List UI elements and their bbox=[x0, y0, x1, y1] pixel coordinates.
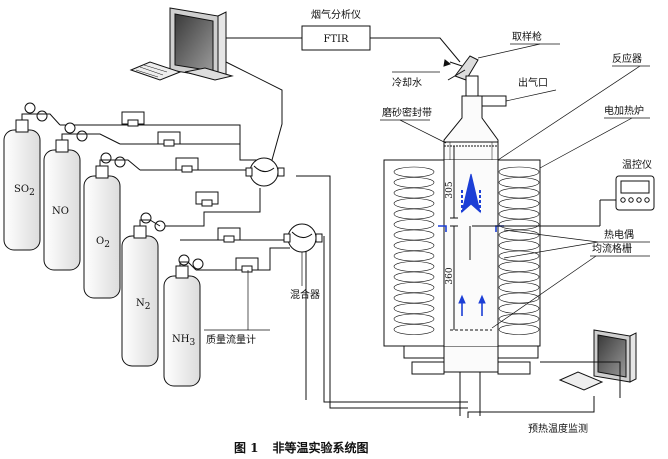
coil-turn bbox=[498, 208, 540, 220]
mass-flowmeter-label: 质量流量计 bbox=[206, 333, 256, 346]
cylinder-no bbox=[43, 122, 121, 271]
flow-grid-label: 均流格栅 bbox=[592, 242, 632, 255]
cylinder-n2-label: N2 bbox=[136, 298, 150, 312]
coil-turn bbox=[498, 187, 540, 199]
coil-turn bbox=[498, 240, 540, 251]
coil-turn bbox=[498, 198, 540, 209]
thermocouple bbox=[469, 225, 600, 260]
coil-turn bbox=[498, 292, 540, 304]
mass-flowmeters bbox=[121, 111, 259, 273]
temperature-controller bbox=[615, 175, 655, 211]
mixer-1 bbox=[245, 157, 285, 187]
sampling-gun-label: 取样枪 bbox=[512, 30, 542, 43]
coil-turn bbox=[393, 208, 435, 220]
coil-turn bbox=[393, 166, 435, 178]
coil-turn bbox=[498, 313, 540, 325]
gas-outlet-pipe bbox=[481, 95, 507, 107]
cylinder-n2 bbox=[121, 212, 166, 367]
coil-turn bbox=[393, 198, 435, 209]
cooling-water-label: 冷却水 bbox=[392, 76, 422, 89]
analysis-computer bbox=[129, 7, 234, 81]
gas-outlet-label: 出气口 bbox=[518, 76, 548, 89]
electric-furnace bbox=[383, 159, 541, 347]
coil-turn bbox=[498, 166, 540, 178]
coil-turn bbox=[393, 187, 435, 199]
coil-turn bbox=[498, 324, 540, 335]
coil-turn bbox=[393, 271, 435, 283]
coil-turn bbox=[393, 240, 435, 251]
coil-turn bbox=[498, 219, 540, 230]
coil-turn bbox=[393, 229, 435, 241]
cylinder-nh3-label: NH3 bbox=[172, 334, 195, 348]
coil-turn bbox=[393, 292, 435, 304]
electric-furnace-label: 电加热炉 bbox=[604, 104, 644, 117]
temp-controller-label: 温控仪 bbox=[622, 158, 652, 171]
coil-turn bbox=[498, 261, 540, 272]
cylinder-o2-label: O2 bbox=[96, 236, 110, 250]
ftir-label: FTIR bbox=[323, 34, 349, 45]
preheat-monitor-label: 预热温度监测 bbox=[528, 422, 588, 435]
coil-turn bbox=[498, 282, 540, 293]
coil-turn bbox=[393, 219, 435, 230]
dim-upper: 305 bbox=[445, 181, 455, 198]
sampling-gun bbox=[443, 55, 479, 97]
cylinder-nh3 bbox=[163, 254, 204, 387]
mixer-2 bbox=[283, 223, 323, 253]
dim-lower: 360 bbox=[445, 267, 455, 284]
coil-turn bbox=[498, 177, 540, 188]
ftir-analyzer: FTIR 烟气分析仪 bbox=[301, 8, 371, 51]
cylinder-o2 bbox=[83, 152, 141, 299]
gas-analyzer-label: 烟气分析仪 bbox=[311, 8, 361, 21]
ground-seal-label: 磨砂密封带 bbox=[382, 106, 432, 119]
coil-turn bbox=[393, 313, 435, 325]
coil-turn bbox=[498, 250, 540, 262]
mixer-label: 混合器 bbox=[290, 288, 320, 301]
dimension-marks bbox=[450, 146, 458, 330]
cylinder-no-label: NO bbox=[52, 206, 69, 217]
coil-turn bbox=[393, 282, 435, 293]
coil-turn bbox=[498, 229, 540, 241]
cylinder-so2 bbox=[3, 102, 61, 251]
cylinder-so2-label: SO2 bbox=[14, 184, 35, 198]
coil-turn bbox=[393, 250, 435, 262]
coil-turn bbox=[393, 177, 435, 188]
reactor-label: 反应器 bbox=[612, 52, 642, 65]
coil-turn bbox=[393, 303, 435, 314]
coil-turn bbox=[393, 324, 435, 335]
preheat-computer bbox=[558, 329, 637, 391]
thermocouple-label: 热电偶 bbox=[604, 228, 634, 241]
coil-turn bbox=[498, 303, 540, 314]
coil-turn bbox=[498, 271, 540, 283]
coil-turn bbox=[393, 261, 435, 272]
reactor-base bbox=[403, 345, 539, 416]
gas-lines bbox=[60, 61, 468, 409]
